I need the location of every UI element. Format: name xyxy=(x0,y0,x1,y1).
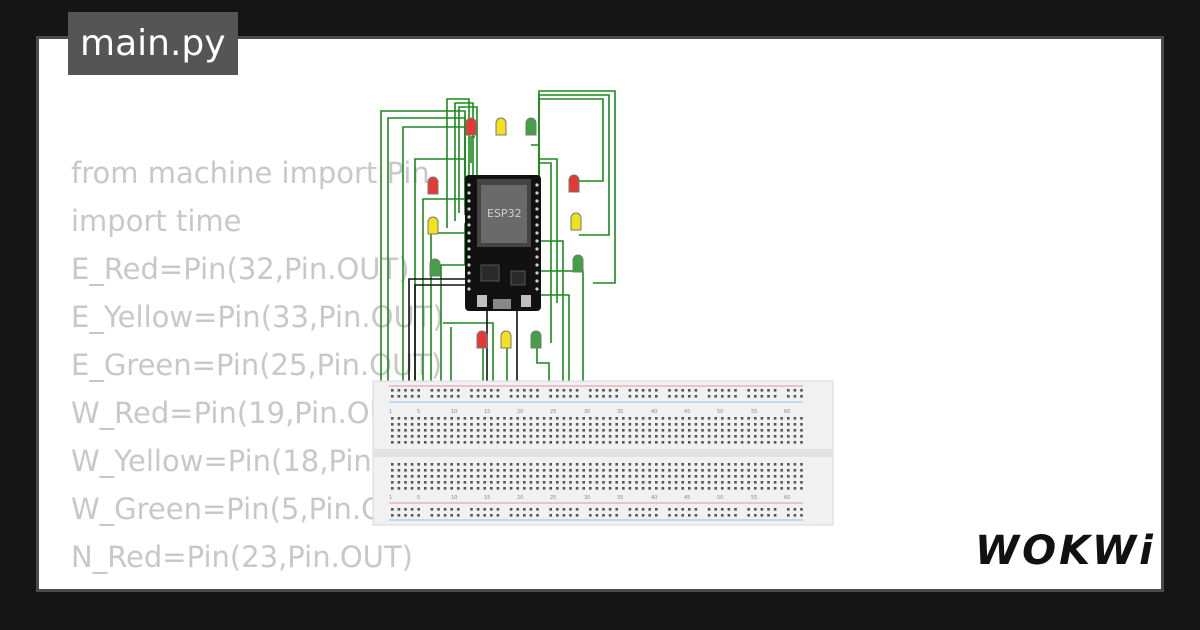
svg-text:60: 60 xyxy=(784,495,790,501)
breadboard[interactable]: 1 5 10 15 20 25 30 35 40 45 50 55 60 1 5… xyxy=(372,380,834,526)
led-green-icon xyxy=(429,258,441,277)
led-red-icon xyxy=(427,176,439,195)
led-red-icon xyxy=(476,330,488,349)
svg-text:20: 20 xyxy=(517,495,523,501)
led-red-icon xyxy=(465,117,477,136)
code-line: N_Yellow=Pin(22,Pin.OUT) xyxy=(71,581,454,589)
svg-text:60: 60 xyxy=(784,409,790,415)
code-line: W_Red=Pin(19,Pin.OUT) xyxy=(71,396,420,430)
led-red-icon xyxy=(568,174,580,193)
svg-text:5: 5 xyxy=(417,495,420,501)
code-line: from machine import Pin xyxy=(71,156,430,190)
code-line: import time xyxy=(71,204,242,238)
svg-text:20: 20 xyxy=(517,409,523,415)
svg-text:50: 50 xyxy=(717,495,723,501)
svg-text:40: 40 xyxy=(651,495,657,501)
svg-text:15: 15 xyxy=(484,409,490,415)
leds[interactable] xyxy=(427,117,584,349)
code-line: N_Red=Pin(23,Pin.OUT) xyxy=(71,540,413,574)
led-green-icon xyxy=(572,254,584,273)
led-yellow-icon xyxy=(495,117,507,136)
wokwi-logo: WOKWi xyxy=(975,528,1156,574)
svg-text:35: 35 xyxy=(617,495,623,501)
svg-text:35: 35 xyxy=(617,409,623,415)
svg-text:10: 10 xyxy=(451,409,457,415)
led-yellow-icon xyxy=(570,212,582,231)
circuit-diagram: ESP32 xyxy=(372,90,834,526)
svg-text:25: 25 xyxy=(550,409,556,415)
svg-text:40: 40 xyxy=(651,409,657,415)
breadboard-column-labels: 1 5 10 15 20 25 30 35 40 45 50 55 60 1 5… xyxy=(389,409,790,501)
svg-text:45: 45 xyxy=(684,409,690,415)
code-line: E_Red=Pin(32,Pin.OUT) xyxy=(71,252,410,286)
led-yellow-icon xyxy=(500,330,512,349)
svg-text:15: 15 xyxy=(484,495,490,501)
svg-text:30: 30 xyxy=(584,409,590,415)
svg-text:25: 25 xyxy=(550,495,556,501)
svg-text:5: 5 xyxy=(417,409,420,415)
file-tab-main-py[interactable]: main.py xyxy=(68,12,238,75)
svg-text:10: 10 xyxy=(451,495,457,501)
led-yellow-icon xyxy=(427,216,439,235)
svg-text:30: 30 xyxy=(584,495,590,501)
svg-text:1: 1 xyxy=(389,409,392,415)
svg-text:1: 1 xyxy=(389,495,392,501)
esp32-board[interactable]: ESP32 xyxy=(465,175,541,311)
svg-text:45: 45 xyxy=(684,495,690,501)
esp32-label: ESP32 xyxy=(487,207,522,220)
led-green-icon xyxy=(525,117,537,136)
svg-text:55: 55 xyxy=(751,495,757,501)
svg-text:50: 50 xyxy=(717,409,723,415)
svg-text:55: 55 xyxy=(751,409,757,415)
led-green-icon xyxy=(530,330,542,349)
breadboard-holes xyxy=(391,389,803,517)
